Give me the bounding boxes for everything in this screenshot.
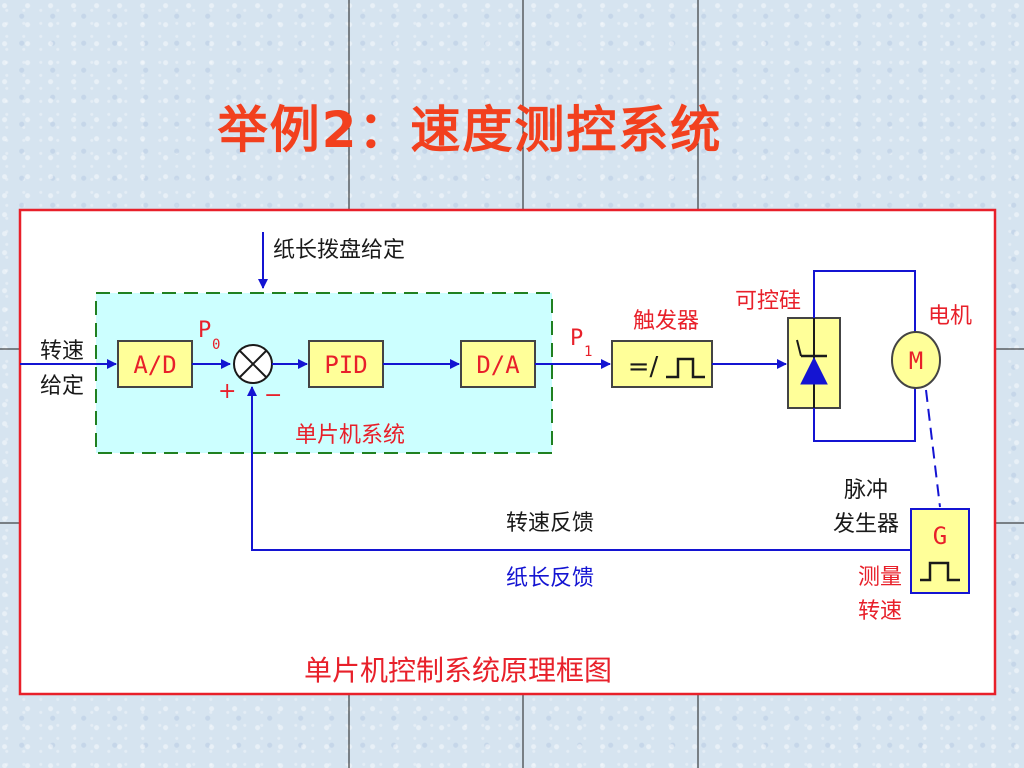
plus-sign: + [218,379,236,404]
scr-label: 可控硅 [735,289,801,314]
pid-block-label: PID [324,351,367,379]
slide-title: 举例2：速度测控系统 [217,101,723,159]
paper-length-feedback-label: 纸长反馈 [506,566,594,591]
motor-label: 电机 [928,304,972,329]
motor-symbol: M [909,347,923,375]
speed-setpoint-label-1: 转速 [40,339,84,364]
measure-speed-label-1: 测量 [858,565,902,590]
p0-label: P [198,318,211,343]
da-block [460,340,536,388]
speed-setpoint-label-2: 给定 [40,374,84,399]
thyristor-icon [796,318,828,408]
pulse-gen-label-2: 发生器 [833,512,899,537]
minus-sign: − [264,383,282,408]
measure-speed-label-2: 转速 [858,599,902,624]
mcu-label: 单片机系统 [295,423,405,448]
motor-wire-bottom [813,388,916,442]
dial-input-label: 纸长拨盘给定 [273,238,405,263]
feedback-path [247,386,911,551]
motor-block [891,331,941,389]
ad-block-label: A/D [133,351,176,379]
trigger-label: 触发器 [633,309,699,334]
generator-symbol: G [933,522,947,550]
p0-subscript: 0 [212,337,220,353]
trigger-symbol: =/ [628,352,659,382]
p1-label: P [570,326,583,351]
diagram-caption: 单片机控制系统原理框图 [304,654,612,687]
motor-wire-top [813,270,916,338]
da-block-label: D/A [476,351,520,379]
pulse-icon [666,357,705,379]
pulse-gen-label-1: 脉冲 [844,478,888,503]
ad-block [117,340,193,388]
summing-junction [233,344,273,384]
p1-subscript: 1 [584,344,592,360]
speed-feedback-label: 转速反馈 [506,511,594,536]
pid-block [308,340,384,388]
generator-pulse-icon [920,561,960,582]
shaft-coupling [925,389,941,508]
trigger-block [611,340,713,388]
